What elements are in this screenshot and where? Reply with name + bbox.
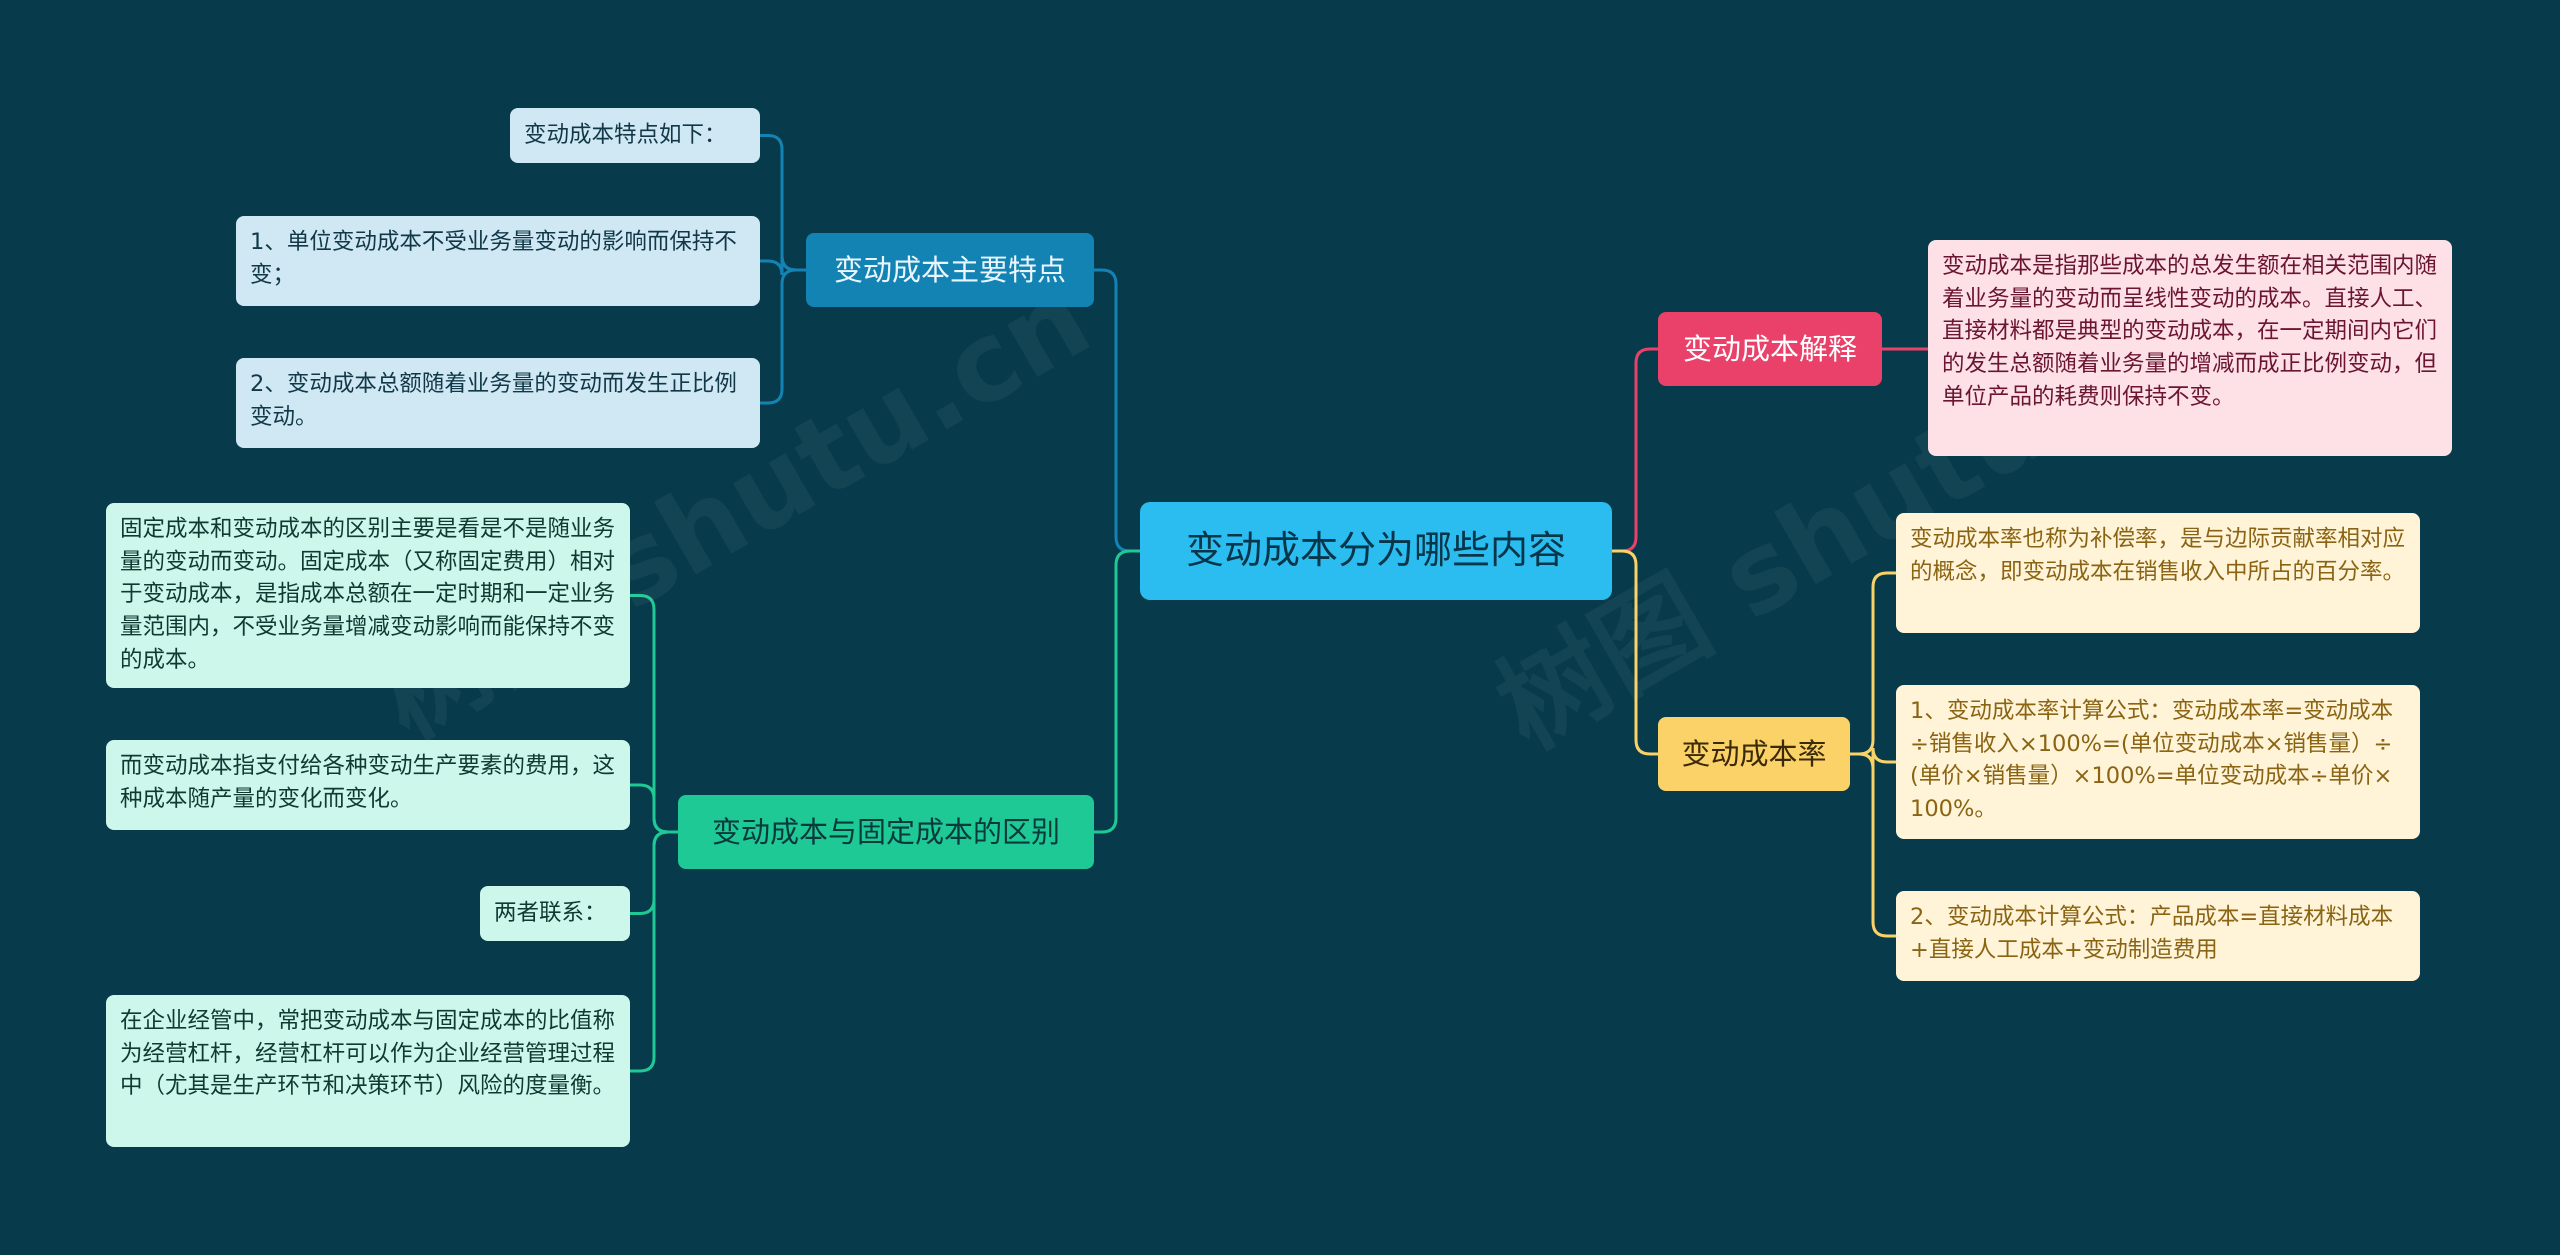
link-features-1 <box>760 255 806 276</box>
root-topic-label: 变动成本分为哪些内容 <box>1185 528 1566 573</box>
branch-rate-label: 变动成本率 <box>1681 736 1827 771</box>
link-difference-1 <box>630 783 678 834</box>
leaf-rate-2[interactable]: 2、变动成本计算公式：产品成本=直接材料成本+直接人工成本+变动制造费用 <box>1896 891 2420 981</box>
leaf-text: 而变动成本指支付给各种变动生产要素的费用，这种成本随产量的变化而变化。 <box>120 753 616 812</box>
leaf-rate-1[interactable]: 1、变动成本率计算公式：变动成本率=变动成本÷销售收入×100%=(单位变动成本… <box>1896 685 2420 839</box>
link-root-difference <box>1094 549 1140 834</box>
link-rate-0 <box>1850 571 1896 756</box>
leaf-features-0[interactable]: 变动成本特点如下： <box>510 108 760 163</box>
leaf-explanation-0[interactable]: 变动成本是指那些成本的总发生额在相关范围内随着业务量的变动而呈线性变动的成本。直… <box>1928 240 2452 456</box>
link-features-0 <box>760 134 806 272</box>
link-root-rate <box>1612 549 1658 756</box>
branch-difference[interactable]: 变动成本与固定成本的区别 <box>678 795 1094 869</box>
branch-difference-label: 变动成本与固定成本的区别 <box>711 814 1060 849</box>
branch-features[interactable]: 变动成本主要特点 <box>806 233 1094 307</box>
leaf-difference-3[interactable]: 在企业经管中，常把变动成本与固定成本的比值称为经营杠杆，经营杠杆可以作为企业经营… <box>106 995 630 1147</box>
link-rate-2 <box>1850 752 1896 938</box>
leaf-text: 变动成本特点如下： <box>524 122 727 149</box>
leaf-rate-0[interactable]: 变动成本率也称为补偿率，是与边际贡献率相对应的概念，即变动成本在销售收入中所占的… <box>1896 513 2420 633</box>
branch-explanation[interactable]: 变动成本解释 <box>1658 312 1882 386</box>
leaf-features-2[interactable]: 2、变动成本总额随着业务量的变动而发生正比例变动。 <box>236 358 760 448</box>
branch-rate[interactable]: 变动成本率 <box>1658 717 1850 791</box>
leaf-text: 两者联系： <box>494 900 607 927</box>
leaf-text: 在企业经管中，常把变动成本与固定成本的比值称为经营杠杆，经营杠杆可以作为企业经营… <box>120 1008 616 1100</box>
leaf-difference-1[interactable]: 而变动成本指支付给各种变动生产要素的费用，这种成本随产量的变化而变化。 <box>106 740 630 830</box>
leaf-features-1[interactable]: 1、单位变动成本不受业务量变动的影响而保持不变； <box>236 216 760 306</box>
leaf-difference-2[interactable]: 两者联系： <box>480 886 630 941</box>
leaf-text: 1、单位变动成本不受业务量变动的影响而保持不变； <box>250 229 737 288</box>
link-difference-3 <box>630 830 678 1073</box>
leaf-text: 1、变动成本率计算公式：变动成本率=变动成本÷销售收入×100%=(单位变动成本… <box>1910 698 2394 822</box>
branch-explanation-label: 变动成本解释 <box>1682 331 1857 366</box>
branch-features-label: 变动成本主要特点 <box>833 252 1066 287</box>
leaf-text: 变动成本率也称为补偿率，是与边际贡献率相对应的概念，即变动成本在销售收入中所占的… <box>1910 526 2406 585</box>
leaf-text: 2、变动成本计算公式：产品成本=直接材料成本+直接人工成本+变动制造费用 <box>1910 904 2394 963</box>
leaf-text: 固定成本和变动成本的区别主要是看是不是随业务量的变动而变动。固定成本（又称固定费… <box>120 516 616 673</box>
link-root-explanation <box>1612 347 1658 553</box>
link-root-features <box>1094 268 1140 553</box>
leaf-text: 变动成本是指那些成本的总发生额在相关范围内随着业务量的变动而呈线性变动的成本。直… <box>1942 253 2438 410</box>
link-features-2 <box>760 268 806 405</box>
leaf-text: 2、变动成本总额随着业务量的变动而发生正比例变动。 <box>250 371 737 430</box>
leaf-difference-0[interactable]: 固定成本和变动成本的区别主要是看是不是随业务量的变动而变动。固定成本（又称固定费… <box>106 503 630 688</box>
root-topic[interactable]: 变动成本分为哪些内容 <box>1140 502 1612 600</box>
